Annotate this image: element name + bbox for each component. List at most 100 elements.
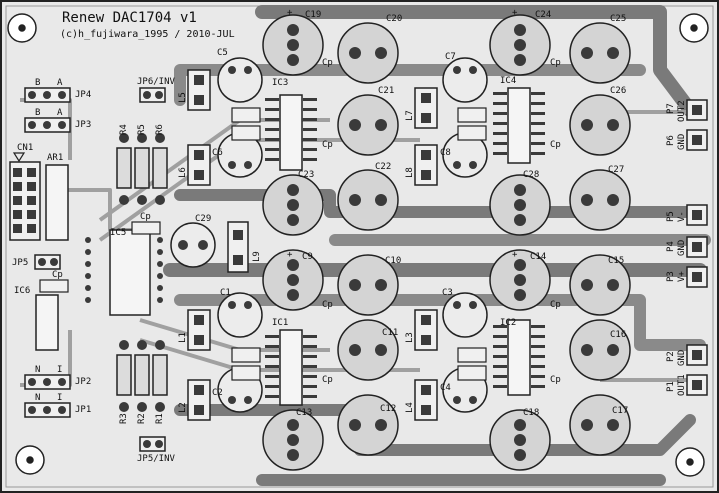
label-c9: C9: [302, 252, 313, 262]
label-cp-ic1b: Cp: [322, 375, 333, 385]
ic-pins: [85, 92, 545, 398]
label-plus-c19: +: [287, 8, 293, 18]
label-jp6-inv: JP6/INV: [137, 77, 175, 87]
label-p5: P5: [666, 211, 676, 222]
label-jp2-n: N: [35, 365, 41, 375]
label-p3: P3: [666, 271, 676, 282]
label-cp-ic4: Cp: [550, 58, 561, 68]
label-jp4: JP4: [75, 90, 92, 100]
label-c18: C18: [523, 408, 540, 418]
label-plus-c14: +: [512, 250, 518, 260]
label-c2: C2: [212, 388, 223, 398]
label-p7: P7: [666, 103, 676, 114]
label-l2: L2: [178, 402, 188, 413]
label-c6: C6: [212, 148, 223, 158]
label-c5: C5: [217, 48, 228, 58]
label-gnd-power: GND: [677, 239, 687, 256]
label-r3: R3: [119, 413, 129, 424]
bypass-capacitors: [39, 107, 487, 381]
label-cp-ic3: Cp: [322, 58, 333, 68]
label-l4: L4: [405, 402, 415, 413]
label-c21: C21: [378, 86, 395, 96]
label-ic2: IC2: [500, 318, 517, 328]
label-out2: OUT2: [677, 100, 687, 122]
label-l5: L5: [178, 92, 188, 103]
label-c17: C17: [612, 406, 629, 416]
label-cn1: CN1: [17, 143, 34, 153]
label-c24: C24: [535, 10, 552, 20]
label-c29: C29: [195, 214, 212, 224]
connector-cn1: [9, 152, 41, 241]
board-copyright: (c)h_fujiwara_1995 / 2010-JUL: [60, 29, 235, 40]
label-ic1: IC1: [272, 318, 289, 328]
label-jp3: JP3: [75, 120, 92, 130]
label-jp3-b: B: [35, 108, 41, 118]
label-c13: C13: [296, 408, 313, 418]
mounting-holes: [7, 13, 709, 477]
label-c4: C4: [440, 383, 451, 393]
label-p4: P4: [666, 241, 676, 252]
terminal-pads: [692, 105, 702, 390]
jumper-pads: [28, 91, 163, 448]
label-l7: L7: [405, 110, 415, 121]
label-c1: C1: [220, 288, 231, 298]
label-l9: L9: [252, 251, 262, 262]
label-cp-ic5: Cp: [140, 212, 151, 222]
label-c12: C12: [380, 404, 397, 414]
label-c3: C3: [442, 288, 453, 298]
label-jp3-a: A: [57, 108, 63, 118]
label-c27: C27: [608, 165, 625, 175]
label-jp4-b: B: [35, 78, 41, 88]
label-l8: L8: [405, 167, 415, 178]
label-vminus: V-: [677, 211, 687, 222]
label-r1: R1: [155, 413, 165, 424]
label-c7: C7: [445, 52, 456, 62]
ic-packages: [35, 87, 531, 406]
label-l6: L6: [178, 167, 188, 178]
label-r4: R4: [119, 124, 129, 135]
label-jp1-n: N: [35, 393, 41, 403]
label-cp-ic3b: Cp: [322, 140, 333, 150]
label-ic6: IC6: [14, 286, 31, 296]
label-gnd-out2: GND: [677, 133, 687, 150]
label-c14: C14: [530, 252, 547, 262]
label-ic4: IC4: [500, 76, 517, 86]
inductor-pads: [194, 75, 431, 415]
label-cp-ic2: Cp: [550, 300, 561, 310]
label-r6: R6: [155, 124, 165, 135]
label-jp5: JP5: [12, 258, 29, 268]
label-ic5: IC5: [110, 228, 127, 238]
label-jp5-inv: JP5/INV: [137, 454, 175, 464]
label-jp2-i: I: [57, 365, 63, 375]
label-c28: C28: [523, 170, 540, 180]
label-gnd-out1: GND: [677, 349, 687, 366]
label-c11: C11: [382, 328, 399, 338]
label-p6: P6: [666, 135, 676, 146]
label-vplus: V+: [677, 271, 687, 282]
label-l1: L1: [178, 332, 188, 343]
label-r5: R5: [137, 124, 147, 135]
board-title: Renew DAC1704 v1: [62, 10, 197, 26]
label-cp-ic4b: Cp: [550, 140, 561, 150]
label-c10: C10: [385, 256, 402, 266]
label-c25: C25: [610, 14, 627, 24]
label-plus-c9: +: [287, 250, 293, 260]
label-ar1: AR1: [47, 153, 64, 163]
label-c22: C22: [375, 162, 392, 172]
label-p2: P2: [666, 351, 676, 362]
label-p1: P1: [666, 381, 676, 392]
label-jp4-a: A: [57, 78, 63, 88]
label-cp-ic1: Cp: [322, 300, 333, 310]
label-c23: C23: [298, 170, 315, 180]
label-jp2: JP2: [75, 377, 92, 387]
resistors: [116, 147, 168, 396]
capacitor-pads: [178, 24, 619, 461]
label-out1: OUT1: [677, 374, 687, 396]
label-jp1-i: I: [57, 393, 63, 403]
label-cp-ic2b: Cp: [550, 375, 561, 385]
label-c16: C16: [610, 330, 627, 340]
label-c8: C8: [440, 148, 451, 158]
label-jp1: JP1: [75, 405, 92, 415]
label-ic3: IC3: [272, 78, 289, 88]
